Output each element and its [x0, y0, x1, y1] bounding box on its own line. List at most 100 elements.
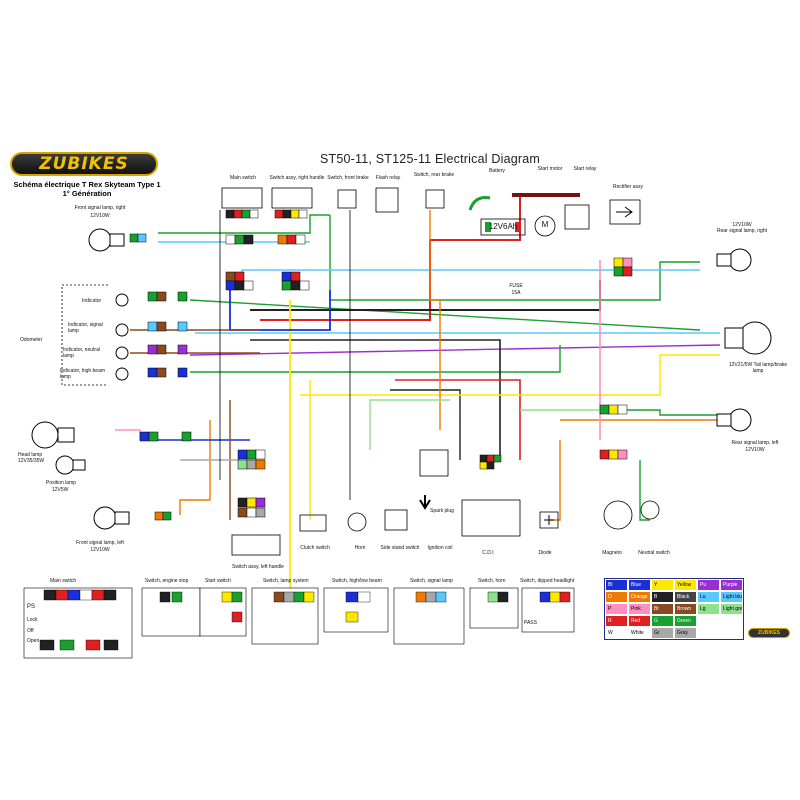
label-rear-signal-left-rating: 12V10W: [745, 447, 765, 453]
bulbs: [31, 228, 772, 530]
t-ms-f1: [39, 639, 55, 651]
legend-code-P: P: [605, 603, 628, 615]
t-ss-2: [231, 591, 243, 603]
label-rear-signal-right-rating: 12V10W: [732, 222, 752, 228]
wire-green-indicator: [189, 299, 701, 331]
mag2-p: [617, 449, 628, 460]
rh-y: [290, 209, 300, 219]
start-relay-box: [564, 204, 590, 230]
legend-code-Br: Br: [651, 603, 674, 615]
label-front-signal-right-rating: 12V10W: [90, 213, 110, 219]
t-ms-r: [55, 589, 69, 601]
t-dh-2: [549, 591, 561, 603]
battery-box: [480, 218, 526, 236]
conn-hb1: [147, 367, 158, 378]
label-odometer: Odometer: [20, 337, 43, 343]
lh2-gr: [255, 507, 266, 518]
ms3-br: [225, 271, 236, 282]
legend-name-blank: [720, 627, 743, 639]
legend-name-white: White: [628, 627, 651, 639]
label-magneto: Magneto: [602, 550, 622, 556]
ms3-bl: [225, 280, 236, 291]
dipped-headlight-row-pass: PASS: [524, 620, 537, 626]
engine-stop-table: [141, 587, 201, 637]
legend-code-O: O: [605, 591, 628, 603]
label-head-lamp: Head lamp: [18, 452, 43, 458]
label-ignition-coil: Ignition coil: [427, 545, 453, 551]
lh-bl: [237, 449, 248, 460]
footer-logo: ZUBIKES: [748, 628, 790, 638]
wire-green-top: [329, 215, 700, 301]
position-lamp-socket: [72, 459, 86, 471]
conn-fsl1: [154, 511, 164, 521]
conn-ind1: [147, 291, 158, 302]
legend-code-Pu: Pu: [697, 579, 720, 591]
head-lamp-bulb: [31, 421, 59, 449]
diagram-subtitle: Schéma électrique T Rex Skyteam Type 1 1…: [12, 180, 162, 198]
wires: [115, 195, 721, 620]
t-ls-4: [303, 591, 315, 603]
legend-name-light-blue: Light blue: [720, 591, 743, 603]
horn-circle: [347, 512, 367, 532]
ignition-coil-box: [419, 449, 449, 477]
battery-terminal-plus: [515, 222, 521, 232]
right-handle-box: [271, 187, 313, 209]
table-title-dipped-headlight: Switch, dipped headlight: [520, 578, 575, 584]
label-indicator-neutral: Indicator, neutral lamp: [63, 347, 100, 359]
rectifier-symbol: [616, 206, 633, 218]
lh2-pu: [255, 497, 266, 508]
t-ms-b2: [103, 589, 117, 601]
t-ms-bl: [67, 589, 81, 601]
lh-o: [255, 459, 266, 470]
mag-y: [608, 404, 619, 415]
start-motor-circle: [534, 215, 556, 237]
label-head-lamp-rating: 12V35/35W: [18, 458, 45, 464]
legend-name-yellow: Yellow: [674, 579, 697, 591]
wire-lightgreen-side-stand: [369, 399, 450, 450]
t-ms-w: [79, 589, 93, 601]
wire-blue-main: [229, 280, 331, 331]
lh2-br: [237, 507, 248, 518]
legend-code-blank: [697, 615, 720, 627]
ms3-b: [234, 280, 245, 291]
rh-b: [282, 209, 292, 219]
conn-neu3: [177, 344, 188, 355]
label-indicator: Indicator: [82, 298, 102, 304]
mag2-r: [599, 449, 610, 460]
rh2-o: [277, 234, 288, 245]
diode-symbol: [544, 515, 554, 525]
legend-name-light-green: Light green: [720, 603, 743, 615]
wire-black-ignition: [390, 389, 461, 460]
rh2-w: [295, 234, 306, 245]
diagram-title: ST50-11, ST125-11 Electrical Diagram: [320, 152, 541, 166]
mag-g: [599, 404, 610, 415]
rh3-b: [290, 280, 301, 291]
t-es-1: [159, 591, 171, 603]
label-rectifier: Rectifier assy: [612, 184, 644, 190]
neutral-switch-circle: [640, 500, 660, 520]
t-dh-1: [539, 591, 551, 603]
t-hn-1: [487, 591, 499, 603]
t-ss-3: [231, 611, 243, 623]
conn-hb2: [156, 367, 167, 378]
wire-green-rear-left: [600, 409, 720, 416]
t-hl-3: [345, 611, 359, 623]
table-title-horn: Switch, horn: [478, 578, 506, 584]
wire-black-cdi: [250, 339, 501, 460]
t-hn-2: [497, 591, 509, 603]
lh-gr: [246, 459, 257, 470]
left-handle-box: [231, 534, 281, 556]
wire-purple-neutral: [189, 344, 721, 356]
rh2-r: [286, 234, 297, 245]
label-horn: Horn: [354, 545, 366, 551]
t-hl-1: [345, 591, 359, 603]
legend-code-Lu: Lu: [697, 591, 720, 603]
label-main-switch: Main switch: [229, 175, 257, 181]
t-ls-1: [273, 591, 285, 603]
side-stand-box: [384, 509, 408, 531]
cdi-y: [479, 461, 488, 470]
wire-green-highbeam: [190, 345, 561, 373]
legend-name-red: Red: [628, 615, 651, 627]
